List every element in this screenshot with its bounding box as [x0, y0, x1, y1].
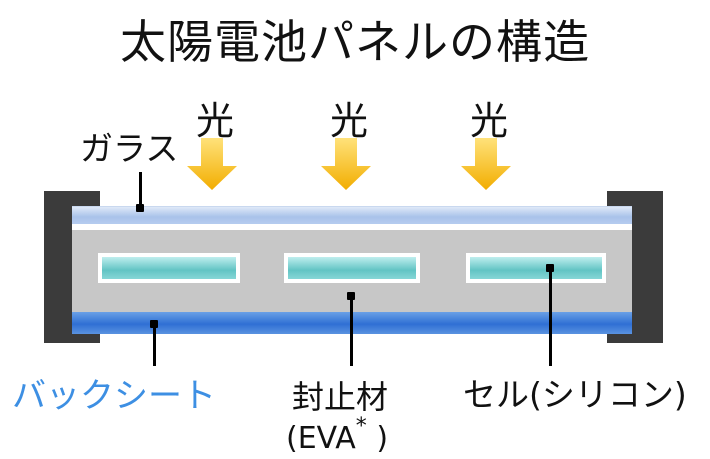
solar-cell-1 — [98, 253, 240, 283]
light-label-2: 光 — [329, 99, 368, 143]
sealant-leader-line — [350, 296, 353, 366]
eva-label: (EVA* ) — [286, 414, 389, 456]
cell-label: セル(シリコン) — [463, 375, 687, 414]
sealant-leader-dot — [347, 292, 355, 300]
backsheet-label: バックシート — [12, 376, 216, 416]
cell-leader-dot — [546, 264, 554, 272]
light-arrow-3-icon — [461, 138, 511, 190]
backsheet-leader-dot — [150, 320, 158, 328]
light-label-1: 光 — [195, 99, 234, 143]
diagram-title: 太陽電池パネルの構造 — [120, 15, 590, 69]
light-label-3: 光 — [469, 99, 508, 143]
sealant-label: 封止材 — [292, 378, 389, 416]
solar-cell-3 — [466, 253, 606, 283]
glass-leader-dot — [136, 204, 144, 212]
glass-layer — [72, 206, 632, 225]
glass-leader-line — [139, 172, 142, 208]
light-arrow-2-icon — [321, 138, 371, 190]
eva-close: ) — [366, 421, 389, 456]
glass-label: ガラス — [80, 129, 179, 168]
eva-footnote-mark: * — [355, 414, 367, 439]
eva-text: (EVA — [286, 421, 356, 456]
solar-cell-2 — [284, 253, 420, 283]
cell-leader-line — [549, 268, 552, 366]
glass-separator — [72, 224, 632, 230]
backsheet-leader-line — [153, 324, 156, 366]
light-arrow-1-icon — [187, 138, 237, 190]
